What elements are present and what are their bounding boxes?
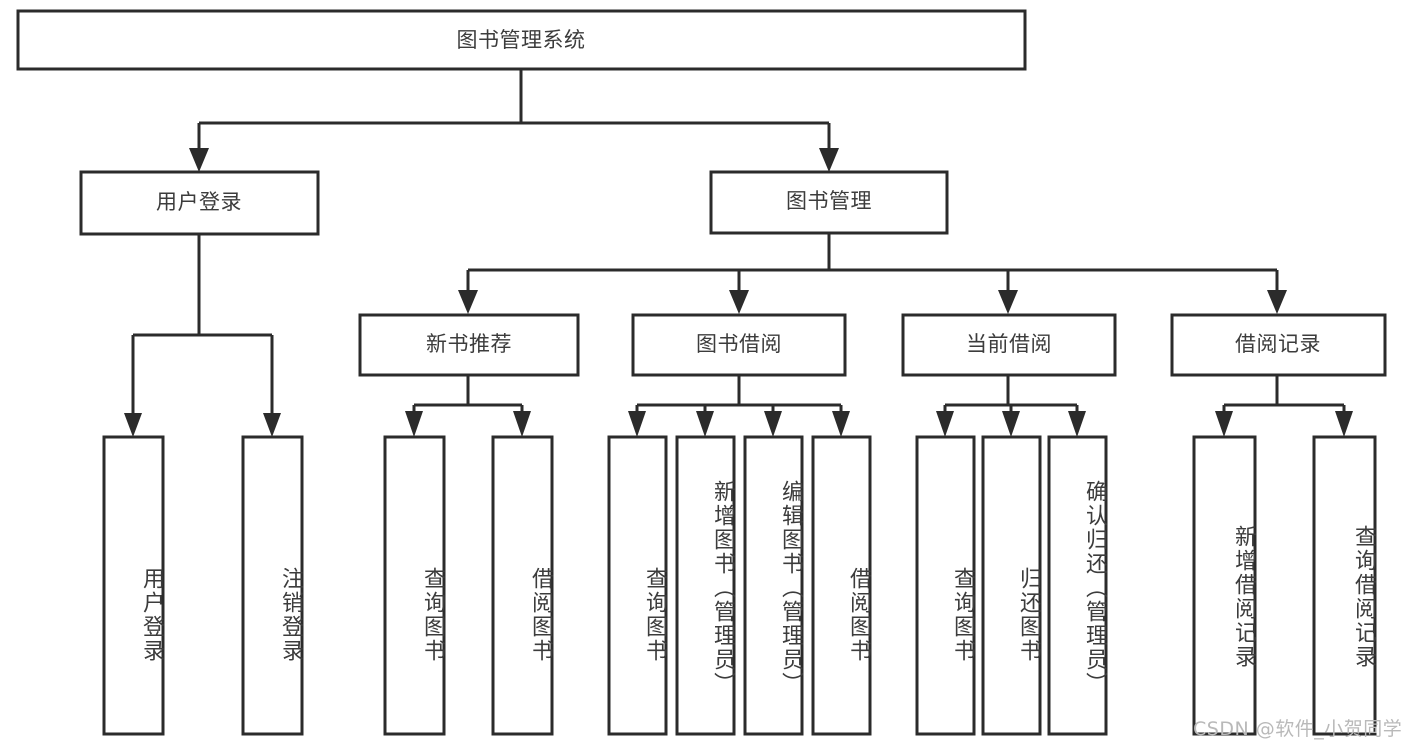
node-user-login-label: 用户登录: [156, 190, 242, 214]
node-current-borrow-box[interactable]: [901, 313, 1117, 377]
node-book-borrow[interactable]: 图书借阅: [631, 313, 847, 377]
csdn-watermark: CSDN @软件_小贺同学: [1193, 718, 1403, 740]
leaf-box-bb-borrow-book[interactable]: [811, 435, 872, 736]
arrow-current-borrow: [998, 290, 1018, 314]
arrow-nbr-leaf-1: [405, 411, 423, 437]
connector-group-root: [189, 70, 839, 172]
leaf-box-br-query-record[interactable]: [1312, 435, 1377, 736]
leaf-box-nbr-query-book[interactable]: [383, 435, 446, 736]
leaf-box-br-add-record[interactable]: [1192, 435, 1257, 736]
arrow-br-leaf-1: [1215, 411, 1233, 437]
leaf-box-user-login[interactable]: [102, 435, 165, 736]
connector-group-new-book-recommend: [405, 375, 531, 437]
connector-group-book-borrow: [628, 375, 850, 437]
arrow-cb-leaf-2: [1002, 411, 1020, 437]
leaf-box-bb-add-book[interactable]: [675, 435, 736, 736]
node-borrow-record[interactable]: 借阅记录: [1170, 313, 1387, 377]
arrow-nbr-leaf-2: [513, 411, 531, 437]
node-new-book-recommend-box[interactable]: [358, 313, 580, 377]
leaf-boxes-borrow-record: [1192, 435, 1377, 736]
node-current-borrow[interactable]: 当前借阅: [901, 313, 1117, 377]
arrow-bb-leaf-4: [832, 411, 850, 437]
arrow-leaf-logout: [263, 413, 281, 437]
leaf-box-cb-return-book[interactable]: [981, 435, 1042, 736]
node-user-login[interactable]: 用户登录: [79, 170, 320, 236]
arrow-leaf-user-login: [124, 413, 142, 437]
connector-group-current-borrow: [936, 375, 1086, 437]
leaf-boxes-user-login: [102, 435, 304, 736]
arrow-cb-leaf-1: [936, 411, 954, 437]
node-new-book-recommend-label: 新书推荐: [426, 332, 512, 356]
node-book-manage-label: 图书管理: [786, 189, 872, 213]
node-book-manage[interactable]: 图书管理: [709, 170, 949, 235]
leaf-boxes-current-borrow: [915, 435, 1108, 736]
leaf-boxes-book-borrow: [607, 435, 872, 736]
arrow-bb-leaf-1: [628, 411, 646, 437]
arrow-book-borrow: [729, 290, 749, 314]
connector-group-user-login: [124, 235, 281, 437]
leaf-box-bb-query-book[interactable]: [607, 435, 668, 736]
arrow-book-manage: [819, 148, 839, 172]
node-borrow-record-box[interactable]: [1170, 313, 1387, 377]
arrow-borrow-record: [1267, 290, 1287, 314]
arrow-user-login: [189, 148, 209, 172]
node-book-borrow-label: 图书借阅: [696, 332, 782, 356]
arrow-cb-leaf-3: [1068, 411, 1086, 437]
node-borrow-record-label: 借阅记录: [1235, 332, 1321, 356]
arrow-br-leaf-2: [1335, 411, 1353, 437]
arrow-new-book-recommend: [458, 290, 478, 314]
connector-group-book-manage: [458, 233, 1287, 314]
leaf-box-logout[interactable]: [241, 435, 304, 736]
leaf-box-cb-confirm-return[interactable]: [1047, 435, 1108, 736]
node-book-manage-box[interactable]: [709, 170, 949, 235]
leaf-box-cb-query-book[interactable]: [915, 435, 976, 736]
connector-group-borrow-record: [1215, 375, 1353, 437]
node-root-box[interactable]: [16, 9, 1027, 71]
node-user-login-box[interactable]: [79, 170, 320, 236]
node-book-borrow-box[interactable]: [631, 313, 847, 377]
leaf-box-nbr-borrow-book[interactable]: [491, 435, 554, 736]
node-root-label: 图书管理系统: [457, 28, 586, 52]
node-root[interactable]: 图书管理系统: [16, 9, 1027, 71]
leaf-box-bb-edit-book[interactable]: [743, 435, 804, 736]
arrow-bb-leaf-2: [696, 411, 714, 437]
node-current-borrow-label: 当前借阅: [966, 332, 1052, 356]
arrow-bb-leaf-3: [764, 411, 782, 437]
node-new-book-recommend[interactable]: 新书推荐: [358, 313, 580, 377]
leaf-boxes-new-book-recommend: [383, 435, 554, 736]
